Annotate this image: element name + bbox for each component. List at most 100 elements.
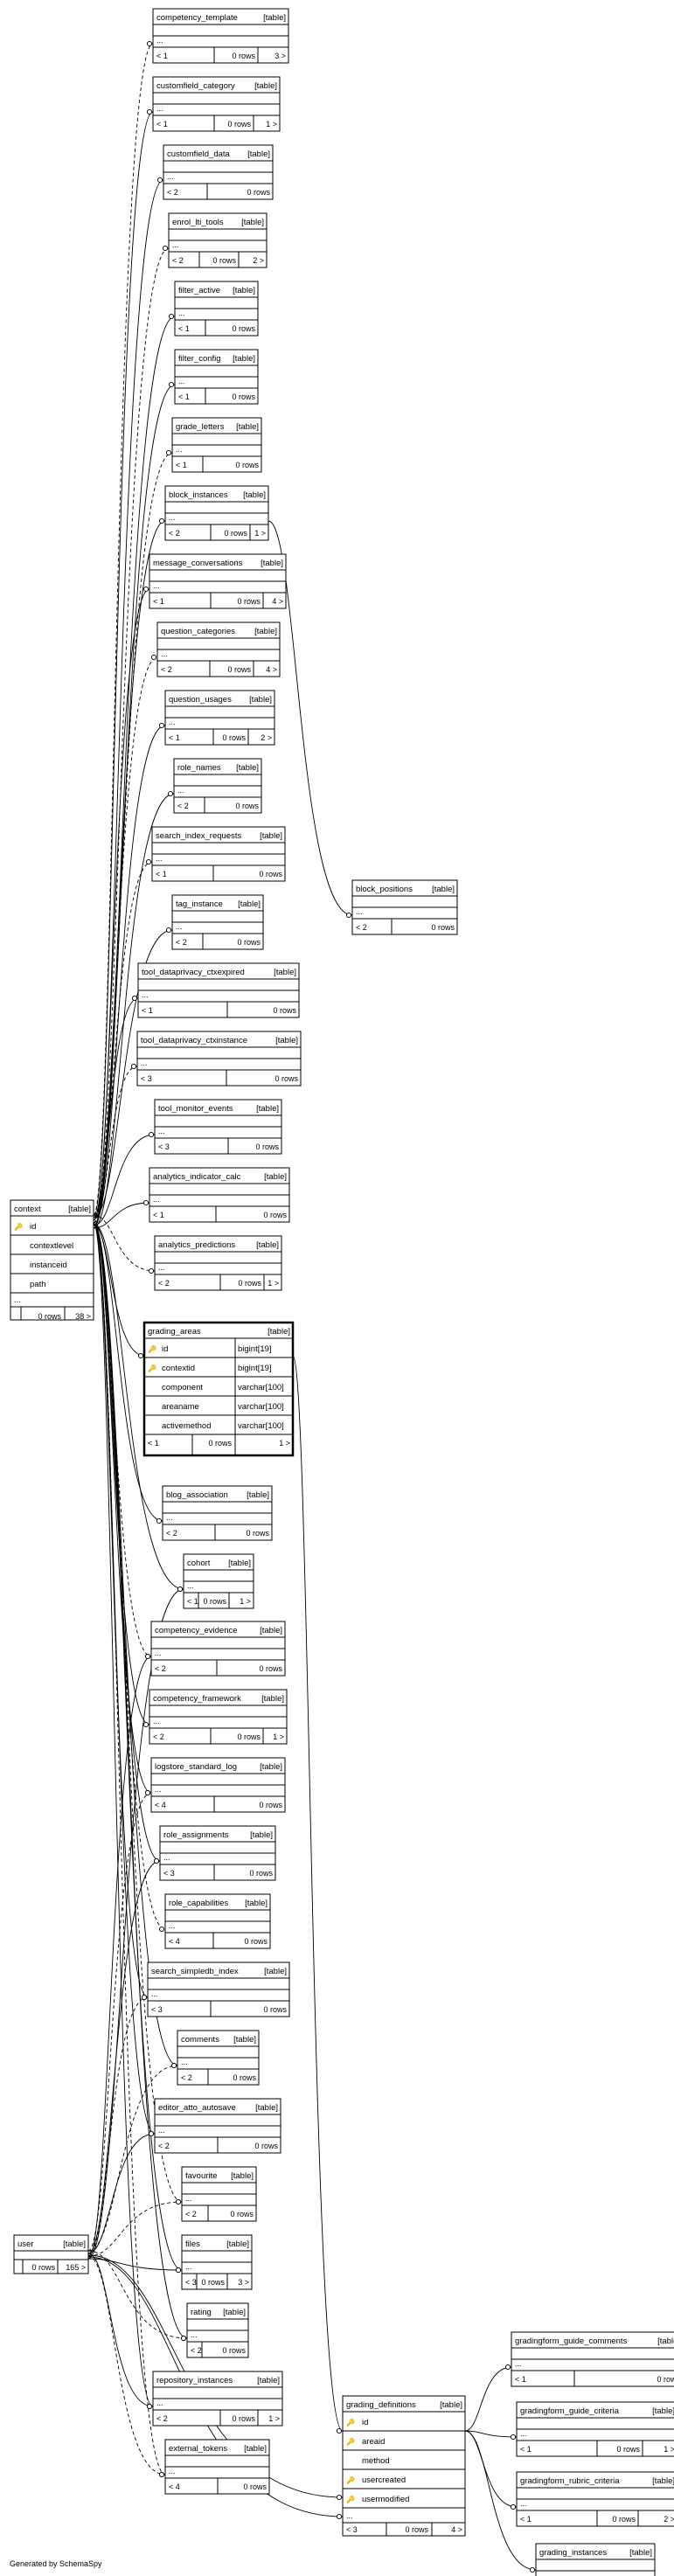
table-type-label: [table]: [432, 885, 455, 894]
table-name-label: search_index_requests: [156, 831, 241, 841]
relationship-edge: [93, 1066, 138, 1224]
edge-end-marker: [165, 927, 172, 934]
table-ellipsis: ...: [156, 36, 163, 45]
table-row-count: 0 rows: [238, 1279, 261, 1288]
edge-end-marker: [162, 245, 169, 252]
table-type-label: [table]: [250, 1830, 273, 1840]
table-ellipsis: ...: [176, 445, 183, 454]
relationship-edge: [87, 1792, 152, 2252]
table-parent-count: < 3: [158, 1142, 170, 1151]
table-type-label: [table]: [247, 149, 270, 159]
table-tool-dataprivacy-ctxexpired[interactable]: tool_dataprivacy_ctxexpired[table]...< 1…: [137, 962, 300, 1018]
table-child-count: 2 >: [261, 733, 272, 742]
table-name-label: context: [14, 1205, 41, 1214]
table-ellipsis: ...: [177, 786, 184, 795]
table-type-label: [table]: [260, 1762, 282, 1772]
table-type-label: [table]: [440, 2400, 462, 2410]
edge-end-marker: [150, 654, 157, 661]
table-tool-dataprivacy-ctxinstance[interactable]: tool_dataprivacy_ctxinstance[table]...< …: [136, 1031, 302, 1087]
table-child-count: 1 >: [268, 1279, 279, 1288]
table-row-count: 0 rows: [201, 2278, 225, 2287]
table-name-label: filter_active: [178, 286, 220, 295]
column-path: path: [30, 1280, 46, 1289]
table-row-count: 0 rows: [616, 2445, 640, 2454]
table-name-label: grading_definitions: [346, 2400, 416, 2410]
table-ellipsis: ...: [178, 309, 185, 317]
table-name-label: role_assignments: [163, 1830, 229, 1840]
edge-end-marker: [156, 177, 163, 184]
relationship-edge: [93, 1223, 188, 2339]
table-parent-count: < 1: [148, 1439, 159, 1448]
foreign-key-icon: 🔑: [148, 1364, 156, 1372]
column-usercreated: usercreated: [362, 2475, 406, 2485]
table-type-label: [table]: [652, 2406, 674, 2416]
edge-end-marker: [142, 1721, 149, 1728]
table-row-count: 0 rows: [232, 392, 255, 401]
edge-end-marker: [146, 2403, 153, 2410]
table-row-count: 0 rows: [230, 2210, 254, 2218]
edge-end-marker: [165, 449, 172, 456]
table-type-label: [table]: [629, 2548, 652, 2558]
table-type-label: [table]: [256, 1240, 279, 1250]
table-gradingform-rubric-criteria[interactable]: gradingform_rubric_criteria[table]...< 1…: [516, 2471, 674, 2527]
table-context[interactable]: context[table]🔑idcontextlevelinstanceidp…: [10, 1199, 94, 1321]
table-name-label: editor_atto_autosave: [158, 2103, 236, 2113]
relationship-edge: [93, 793, 175, 1229]
table-parent-count: < 2: [161, 665, 172, 674]
table-gradingform-guide-comments[interactable]: gradingform_guide_comments[table]...< 10…: [511, 2331, 674, 2387]
relationship-edge: [87, 2133, 156, 2254]
edge-end-marker: [529, 2566, 536, 2573]
table-row-count: 0 rows: [232, 2414, 255, 2423]
edge-end-marker: [146, 108, 153, 115]
table-child-count: 3 >: [238, 2278, 249, 2287]
edge-end-marker: [170, 2062, 177, 2069]
table-ellipsis: ...: [167, 172, 174, 181]
table-row-count: 0 rows: [237, 938, 261, 947]
table-row-count: 0 rows: [232, 52, 255, 60]
table-name-label: gradingform_rubric_criteria: [520, 2476, 620, 2486]
table-ellipsis: ...: [185, 2194, 192, 2203]
edge-end-marker: [180, 2335, 187, 2342]
table-name-label: external_tokens: [169, 2444, 227, 2454]
table-parent-count: < 1: [156, 120, 168, 128]
table-grading-definitions[interactable]: grading_definitions[table]🔑id🔑areaidmeth…: [342, 2395, 466, 2537]
